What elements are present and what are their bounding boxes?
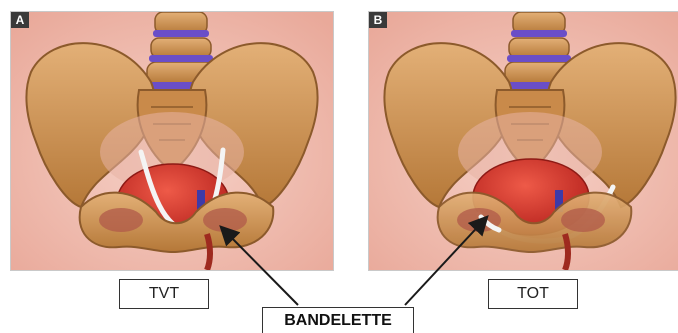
caption-tot: TOT: [488, 279, 578, 309]
pelvis-illustration-tvt: [11, 12, 333, 270]
bandelette-label: BANDELETTE: [262, 307, 414, 333]
intervertebral-disc: [149, 55, 213, 62]
intervertebral-disc: [511, 30, 567, 37]
panel-tot-illustration: B: [368, 11, 678, 271]
panel-tvt-illustration: A: [10, 11, 334, 271]
intervertebral-disc: [153, 30, 209, 37]
caption-tvt: TVT: [119, 279, 209, 309]
panel-a-badge: A: [11, 12, 29, 28]
intervertebral-disc: [507, 55, 571, 62]
pelvis-illustration-tot: [369, 12, 678, 270]
panel-b-badge: B: [369, 12, 387, 28]
